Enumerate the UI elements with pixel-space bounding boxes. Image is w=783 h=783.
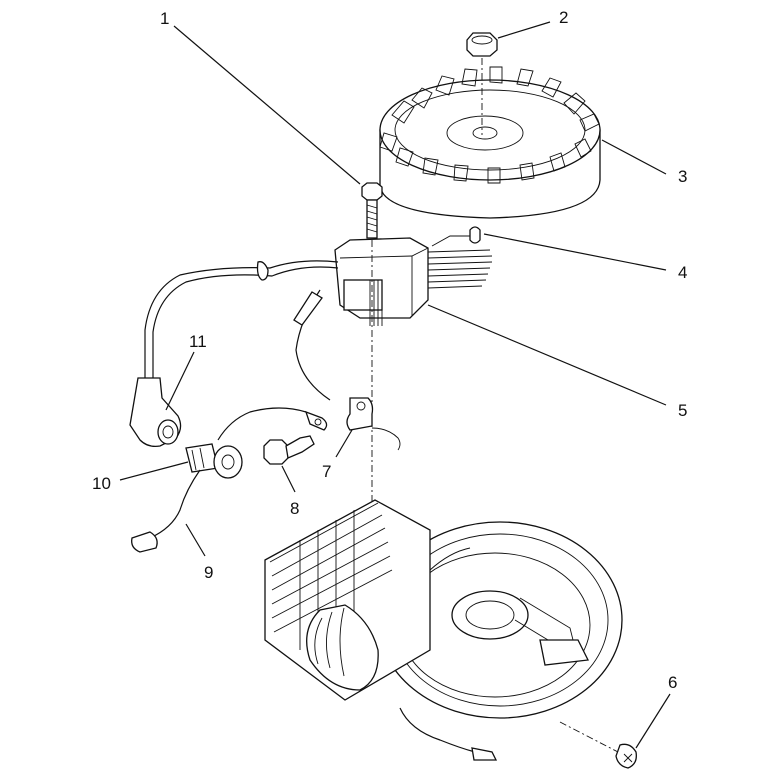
stop-switch-wire xyxy=(131,469,201,553)
callout-4: 4 xyxy=(678,263,687,282)
terminal-grommet xyxy=(185,443,243,479)
spark-plug-boot xyxy=(129,377,182,448)
bottom-screw xyxy=(615,743,637,769)
wire-terminal xyxy=(217,407,328,441)
callout-6: 6 xyxy=(668,673,677,692)
callout-10: 10 xyxy=(92,474,111,493)
bracket-bolt xyxy=(263,435,315,465)
lower-wire xyxy=(399,707,498,761)
engine-block xyxy=(264,499,623,719)
callout-7: 7 xyxy=(322,462,331,481)
callout-2: 2 xyxy=(559,8,568,27)
callout-9: 9 xyxy=(204,563,213,582)
flywheel-key xyxy=(469,226,481,244)
callout-1: 1 xyxy=(160,9,169,28)
callout-3: 3 xyxy=(678,167,687,186)
flywheel xyxy=(379,66,601,219)
wire-bracket xyxy=(346,397,401,451)
callout-8: 8 xyxy=(290,499,299,518)
ground-wire xyxy=(293,289,331,401)
leader-lines xyxy=(119,21,671,749)
ignition-module xyxy=(334,235,493,326)
callout-5: 5 xyxy=(678,401,687,420)
spark-plug-wire xyxy=(144,260,339,380)
callout-11: 11 xyxy=(189,332,207,351)
flywheel-nut xyxy=(466,32,498,57)
module-screw xyxy=(361,182,383,239)
